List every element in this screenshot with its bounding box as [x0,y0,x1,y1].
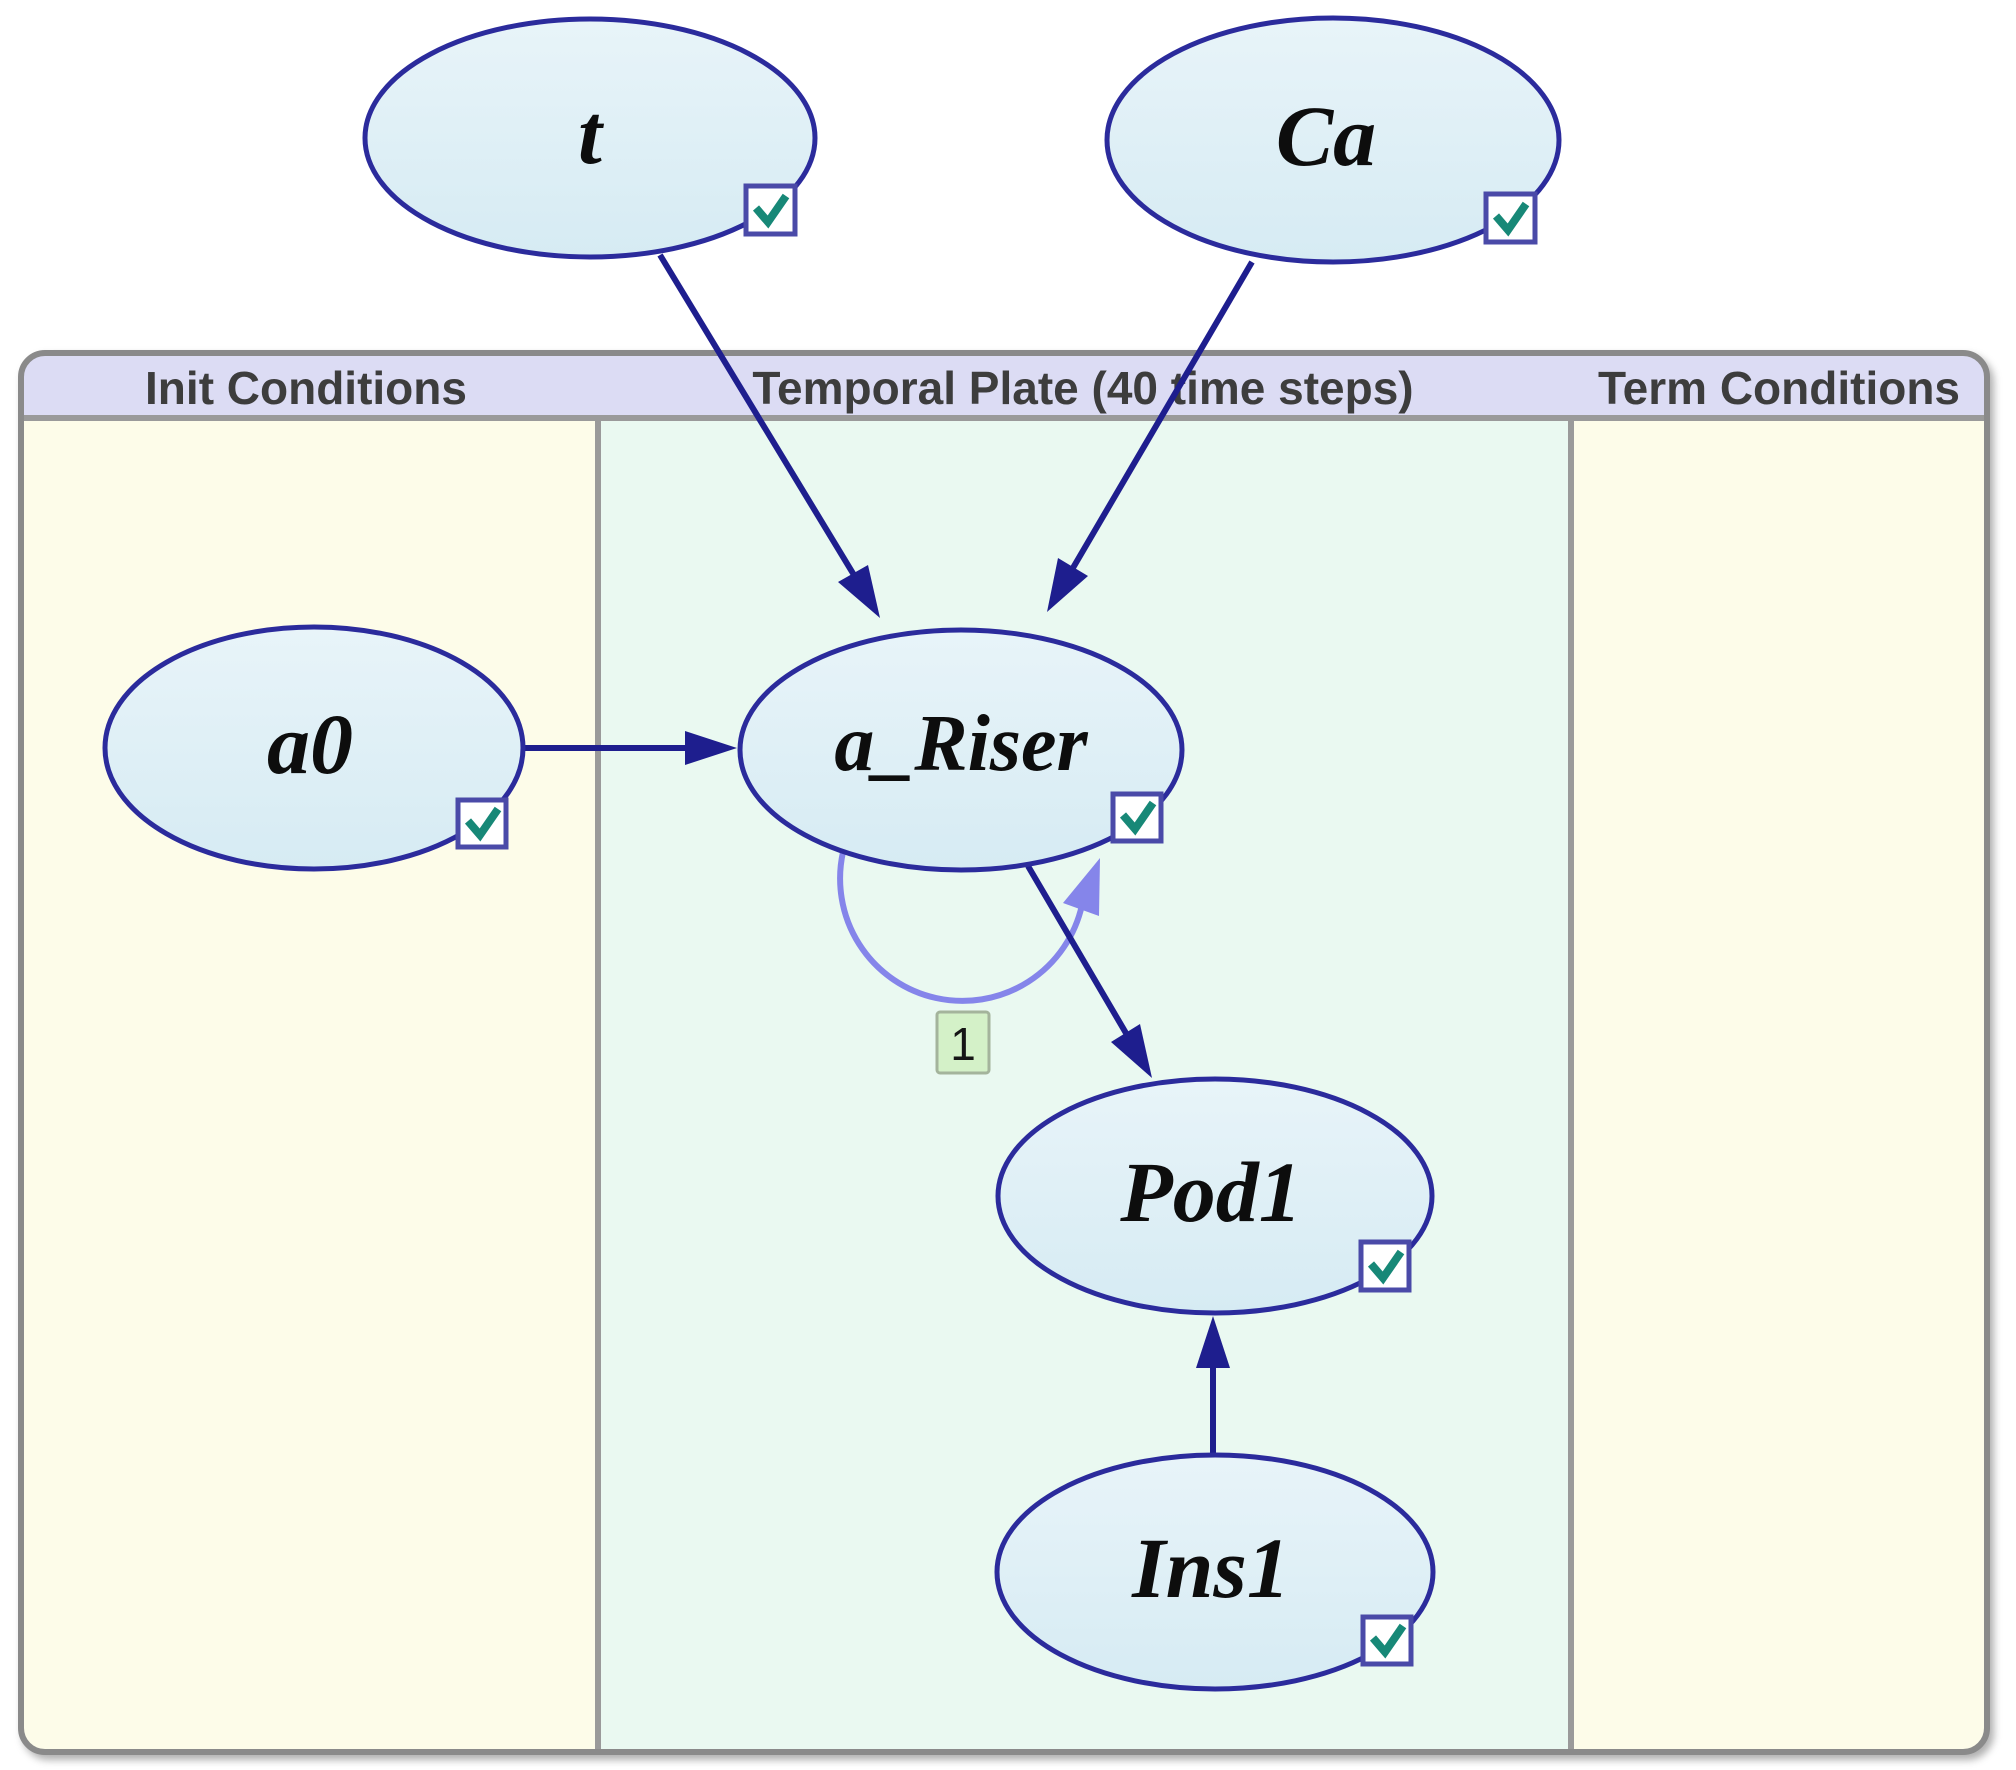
column-divider-left [595,417,601,1752]
node-t-checkbox[interactable] [743,183,798,237]
arrowhead-icon [1196,1316,1230,1368]
node-a0[interactable]: a0 [102,624,526,872]
node-ins1-label: Ins1 [1131,1520,1290,1616]
node-t[interactable]: t [362,16,818,260]
node-ca-checkbox[interactable] [1483,191,1538,245]
node-a-riser-checkbox[interactable] [1110,791,1164,844]
check-icon [752,193,790,229]
edge-t-to-a-riser[interactable] [657,253,880,618]
arrowhead-icon [685,731,737,765]
node-ins1[interactable]: Ins1 [994,1452,1436,1692]
arrowhead-icon [1047,558,1088,612]
temporal-delay-label: 1 [950,1018,976,1070]
term-conditions-header: Term Conditions [1598,362,1960,414]
arrowhead-icon [1111,1024,1152,1078]
panel-border [18,350,1990,1755]
edge-a-riser-to-pod1[interactable] [1025,864,1152,1078]
check-icon [464,806,502,842]
init-conditions-header: Init Conditions [145,362,467,414]
arrowhead-icon [838,565,880,618]
node-a-riser[interactable]: a_Riser [737,627,1185,873]
node-a0-checkbox[interactable] [455,797,509,850]
check-icon [1367,1249,1405,1285]
edge-ca-to-a-riser[interactable] [1047,260,1255,612]
node-ca-label: Ca [1276,88,1376,184]
temporal-arrowhead-icon [1063,858,1100,916]
node-pod1[interactable]: Pod1 [995,1076,1435,1316]
check-icon [1369,1623,1407,1659]
node-ca[interactable]: Ca [1104,15,1562,265]
node-pod1-checkbox[interactable] [1358,1239,1412,1293]
node-a-riser-label: a_Riser [834,700,1088,788]
check-icon [1492,201,1530,237]
node-ins1-checkbox[interactable] [1360,1614,1414,1667]
edge-ins1-to-pod1[interactable] [1196,1316,1230,1453]
edge-a0-to-a-riser[interactable] [523,731,737,765]
temporal-plate-panel: Init Conditions Temporal Plate (40 time … [18,350,1990,1755]
panel-header-bar [21,353,1987,417]
temporal-self-loop-arc[interactable] [837,851,1100,1004]
temporal-delay-badge[interactable]: 1 [935,1010,991,1075]
node-a0-label: a0 [267,696,353,792]
node-t-label: t [578,86,605,182]
check-icon [1119,800,1157,836]
header-separator [21,415,1987,421]
column-divider-right [1568,417,1574,1752]
temporal-plate-header: Temporal Plate (40 time steps) [752,362,1413,414]
node-pod1-label: Pod1 [1119,1144,1302,1240]
